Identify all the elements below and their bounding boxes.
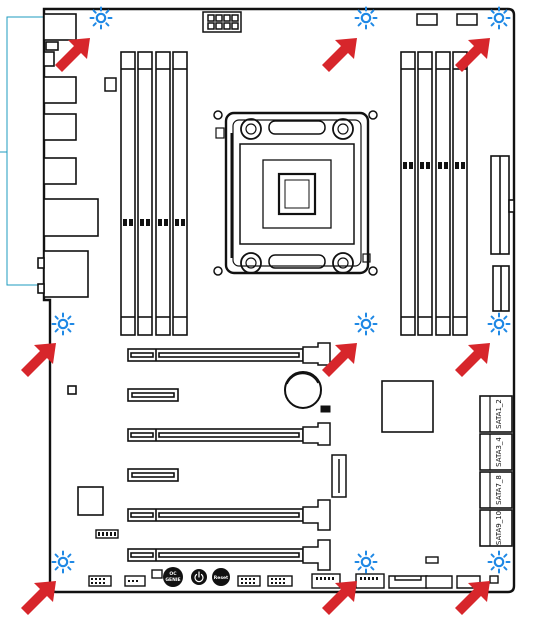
sata-label-3: SATA7_8 [495,475,503,505]
power-icon [194,571,204,583]
oc-genie-label-bottom: GENIE [165,577,180,583]
sparkle-circle-icon [89,6,113,30]
sparkle-circle-icon [354,6,378,30]
pointer-arrow-icon [455,343,490,377]
cpu-socket [213,110,378,276]
sata-label-1: SATA1_2 [495,399,503,429]
chips [67,380,434,516]
top-headers [104,11,478,92]
pointer-arrow-icon [322,38,357,72]
reset-label: Reset [214,575,229,581]
sata-connectors: SATA1_2 SATA3_4 SATA7_8 SATA9_10 [479,395,513,547]
io-bracket-line [0,16,44,286]
sata-label-4: SATA9_10 [495,511,503,545]
sparkle-circle-icon [354,312,378,336]
sparkle-circle-icon [51,312,75,336]
pcie-latches [302,342,331,571]
dimm-slots-right [400,51,468,336]
sata-label-2: SATA3_4 [495,437,503,467]
bottom-header-pins [91,532,378,584]
pointer-arrow-icon [21,581,56,615]
oc-genie-button [163,567,183,587]
sparkle-circle-icon [487,312,511,336]
oc-genie-label-top: OC [169,571,177,577]
atx-power-connector [490,155,515,312]
m2-slot [331,454,347,498]
rear-io-ports [37,13,99,298]
reset-button [212,568,230,586]
onboard-buttons: OC GENIE Reset [163,567,230,587]
sparkle-circle-icon [487,6,511,30]
sparkle-circle-icon [354,550,378,574]
sparkle-circle-icon [51,550,75,574]
dimm-keys-left [123,219,185,226]
pcie-slots [127,348,304,562]
pointer-arrow-icon [55,38,90,72]
sparkle-circle-icon [487,550,511,574]
dimm-slots-left [120,51,188,336]
dimm-keys-right [403,162,465,169]
cmos-battery [284,371,331,413]
